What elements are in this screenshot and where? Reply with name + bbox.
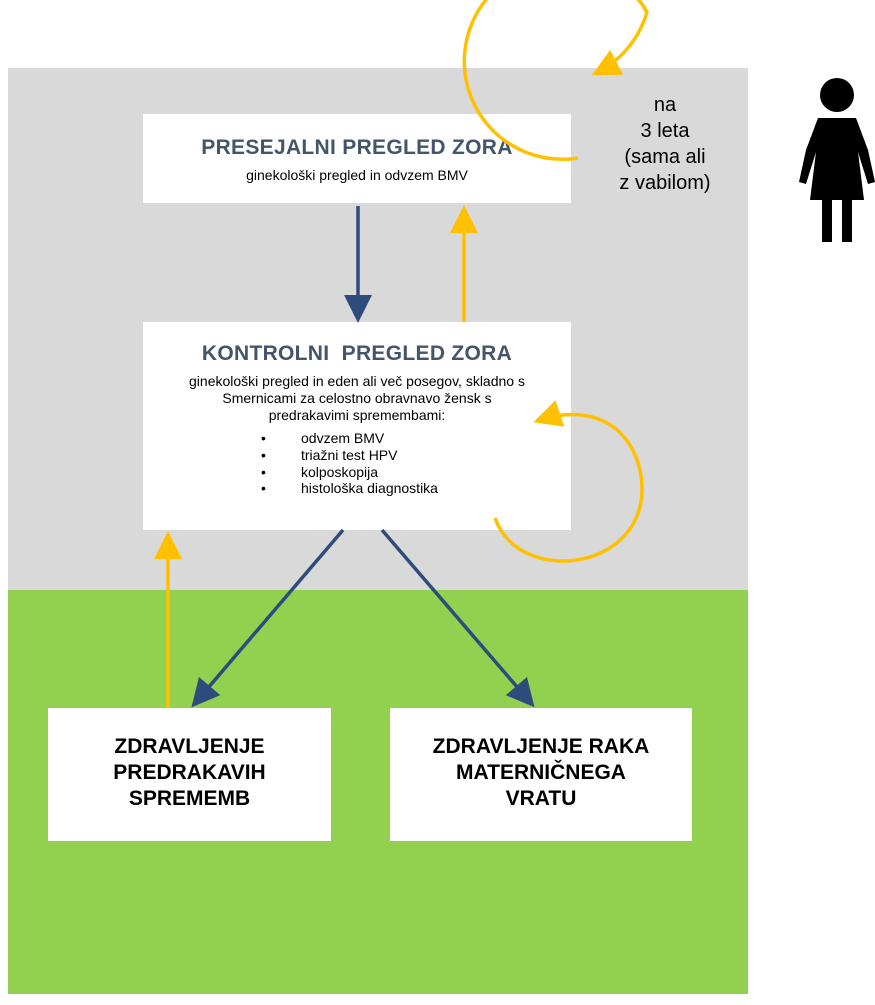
precancer-treatment-label: ZDRAVLJENJE PREDRAKAVIH SPREMEMB — [48, 734, 331, 812]
arrow-control-repeat-cycle — [493, 400, 644, 563]
control-description-line: predrakavimi spremembami: — [268, 406, 446, 423]
interval-line: (sama ali — [624, 146, 706, 168]
cancer-treatment-line: MATERNIČNEGA — [456, 761, 626, 784]
arrow-screening-repeat-cycle — [462, 0, 649, 162]
control-procedure-list: odvzem BMV triažni test HPV kolposkopija… — [261, 430, 438, 497]
control-title: KONTROLNI PREGLED ZORA — [201, 342, 513, 365]
interval-line: 3 leta — [640, 120, 690, 142]
precancer-treatment-line: PREDRAKAVIH — [113, 761, 266, 784]
control-procedure-item: odvzem BMV — [261, 430, 438, 447]
precancer-treatment-box: ZDRAVLJENJE PREDRAKAVIH SPREMEMB — [48, 708, 331, 841]
woman-icon — [799, 78, 875, 242]
arrow-control-to-precancer-treatment — [191, 528, 345, 708]
control-procedure-item: kolposkopija — [261, 464, 438, 481]
control-description-line: ginekološki pregled in eden ali več pose… — [189, 373, 525, 389]
control-description-line: Smernicami za celostno obravnavo žensk s — [222, 389, 492, 406]
interval-line: z vabilom) — [619, 172, 711, 194]
arrow-control-to-cancer-treatment — [380, 528, 535, 708]
control-box: KONTROLNI PREGLED ZORA ginekološki pregl… — [143, 322, 571, 530]
screening-box: PRESEJALNI PREGLED ZORA ginekološki preg… — [143, 114, 571, 203]
control-description: ginekološki pregled in eden ali več pose… — [143, 373, 571, 423]
cancer-treatment-line: VRATU — [505, 787, 577, 810]
control-procedure-item: histološka diagnostika — [261, 480, 438, 497]
screening-interval-label: na 3 leta (sama ali z vabilom) — [590, 92, 740, 196]
precancer-treatment-line: ZDRAVLJENJE — [114, 735, 265, 758]
screening-subtitle: ginekološki pregled in odvzem BMV — [246, 167, 468, 183]
control-procedure-item: triažni test HPV — [261, 447, 438, 464]
interval-line: na — [653, 94, 677, 116]
cancer-treatment-label: ZDRAVLJENJE RAKA MATERNIČNEGA VRATU — [390, 734, 692, 812]
screening-title: PRESEJALNI PREGLED ZORA — [201, 136, 513, 159]
precancer-treatment-line: SPREMEMB — [128, 787, 251, 810]
cancer-treatment-box: ZDRAVLJENJE RAKA MATERNIČNEGA VRATU — [390, 708, 692, 841]
cancer-treatment-line: ZDRAVLJENJE RAKA — [432, 735, 650, 758]
